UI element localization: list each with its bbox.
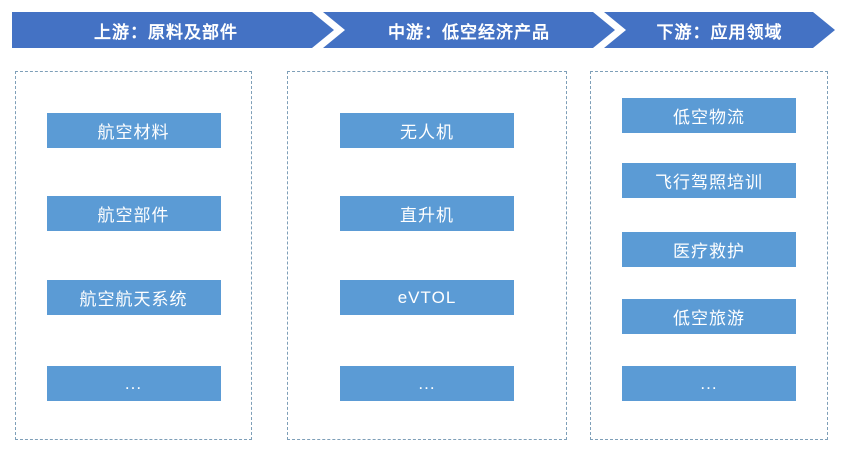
stage-upstream-label: 上游：原料及部件 (94, 22, 238, 42)
item-label: 航空材料 (97, 123, 170, 142)
stage-downstream-label: 下游：应用领域 (656, 22, 783, 42)
midstream-item-more: ... (340, 366, 514, 401)
upstream-item-aviation-materials: 航空材料 (46, 113, 221, 148)
panel-downstream: 低空物流 飞行驾照培训 医疗救护 低空旅游 ... (590, 71, 828, 440)
downstream-item-pilot-training: 飞行驾照培训 (622, 163, 796, 198)
upstream-item-aerospace-systems: 航空航天系统 (46, 280, 221, 315)
downstream-item-more: ... (622, 366, 796, 401)
upstream-item-more: ... (46, 366, 221, 401)
item-label: 航空部件 (97, 206, 170, 225)
midstream-item-evtol: eVTOL (340, 280, 514, 315)
stage-arrow-upstream: 上游：原料及部件 (12, 12, 334, 48)
panel-midstream: 无人机 直升机 eVTOL ... (287, 71, 567, 440)
item-label: ... (418, 373, 436, 393)
item-label: 直升机 (400, 206, 454, 225)
midstream-item-drone: 无人机 (340, 113, 514, 148)
panel-upstream: 航空材料 航空部件 航空航天系统 ... (15, 71, 252, 440)
item-label: eVTOL (397, 287, 457, 307)
item-label: 飞行驾照培训 (655, 173, 763, 192)
upstream-item-aviation-components: 航空部件 (46, 196, 221, 231)
process-header: 上游：原料及部件 中游：低空经济产品 下游：应用领域 (12, 12, 835, 48)
item-label: 无人机 (400, 123, 454, 142)
stage-arrow-midstream: 中游：低空经济产品 (323, 12, 615, 48)
item-label: ... (700, 373, 718, 393)
downstream-item-medical-rescue: 医疗救护 (622, 232, 796, 267)
item-label: 航空航天系统 (79, 290, 188, 309)
midstream-item-helicopter: 直升机 (340, 196, 514, 231)
stage-arrow-downstream: 下游：应用领域 (604, 12, 835, 48)
item-label: ... (124, 373, 143, 393)
stage-midstream-label: 中游：低空经济产品 (388, 22, 550, 42)
item-label: 医疗救护 (673, 242, 745, 261)
downstream-item-tourism: 低空旅游 (622, 299, 796, 334)
item-label: 低空物流 (673, 108, 745, 127)
item-label: 低空旅游 (673, 309, 745, 328)
downstream-item-logistics: 低空物流 (622, 98, 796, 133)
